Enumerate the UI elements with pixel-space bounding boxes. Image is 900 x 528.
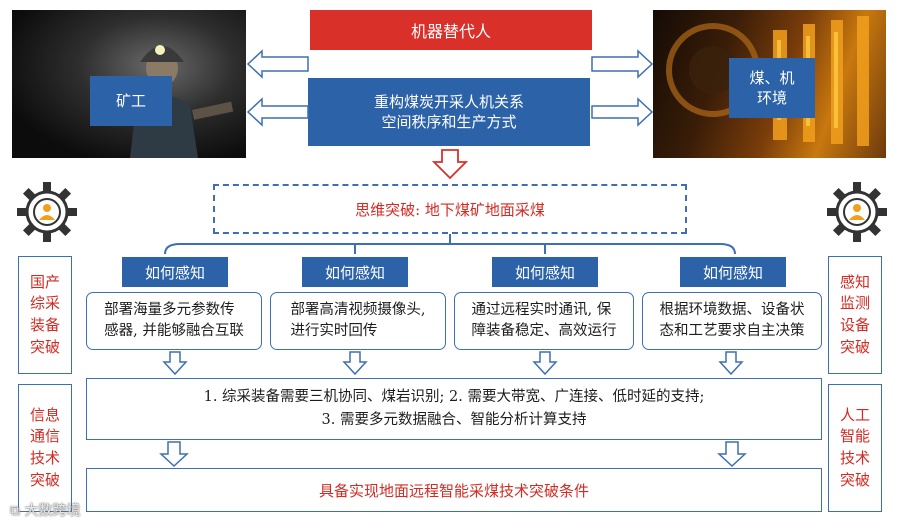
requirements-box: 1. 综采装备需要三机协同、煤岩识别; 2. 需要大带宽、广连接、低时延的支持;…	[86, 378, 822, 440]
perception-desc-3: 通过远程实时通讯, 保 障装备稳定、高效运行	[454, 292, 634, 350]
environment-label-line2: 环境	[756, 89, 787, 107]
how-perceive-2: 如何感知	[302, 257, 408, 287]
watermark-icon: ⧉	[10, 503, 25, 519]
perception-desc-2: 部署高清视频摄像头, 进行实时回传	[270, 292, 446, 350]
requirements-line1: 1. 综采装备需要三机协同、煤岩识别; 2. 需要大带宽、广连接、低时延的支持;	[203, 388, 705, 405]
side-left-2-line4: 突破	[29, 470, 60, 489]
requirements-line2: 3. 需要多元数据融合、智能分析计算支持	[321, 412, 587, 428]
side-right-1-line4: 突破	[839, 337, 870, 356]
gear-icon-right	[827, 182, 887, 242]
side-left-1-line1: 国产	[29, 272, 60, 291]
watermark-text: 大数跨境	[24, 503, 81, 519]
perception-2-line1: 部署高清视频摄像头,	[290, 301, 426, 318]
side-right-1-line3: 设备	[839, 316, 870, 334]
perception-desc-4: 根据环境数据、设备状 态和工艺要求自主决策	[642, 292, 822, 350]
perception-1-line1: 部署海量多元参数传	[104, 301, 235, 318]
how-perceive-1: 如何感知	[122, 257, 228, 287]
perception-3-line1: 通过远程实时通讯, 保	[471, 301, 612, 318]
arrow-down-4	[718, 351, 744, 376]
side-left-2-line2: 通信	[29, 427, 60, 446]
side-right-2-line2: 智能	[839, 427, 870, 446]
side-box-ai: 人工 智能 技术 突破	[828, 384, 882, 512]
conclusion-box: 具备实现地面远程智能采煤技术突破条件	[86, 468, 822, 512]
environment-label-line1: 煤、机	[749, 68, 795, 87]
perception-1-line2: 感器, 并能够融合互联	[104, 323, 244, 339]
miner-photo: 矿工	[12, 10, 246, 158]
side-left-2-line3: 技术	[29, 449, 60, 467]
side-box-equipment: 国产 综采 装备 突破	[18, 256, 72, 374]
how-perceive-4: 如何感知	[680, 257, 786, 287]
perception-4-line1: 根据环境数据、设备状	[659, 301, 805, 318]
perception-2-line2: 进行实时回传	[290, 323, 378, 339]
miner-label: 矿工	[90, 76, 172, 126]
arrow-down-6	[717, 441, 747, 468]
side-left-1-line2: 综采	[29, 294, 60, 313]
arrow-left-top	[246, 49, 309, 79]
side-right-1-line2: 监测	[839, 294, 870, 313]
environment-label: 煤、机 环境	[729, 58, 815, 118]
perception-4-line2: 态和工艺要求自主决策	[659, 323, 805, 339]
arrow-right-mid	[591, 97, 654, 127]
side-right-2-line4: 突破	[839, 470, 870, 489]
perception-3-line2: 障装备稳定、高效运行	[471, 323, 617, 339]
machine-replace-human-bar: 机器替代人	[310, 10, 592, 50]
side-right-1-line1: 感知	[839, 272, 870, 291]
arrow-left-mid	[246, 97, 309, 127]
watermark: ⧉ 大数跨境	[10, 500, 160, 524]
perception-desc-1: 部署海量多元参数传 感器, 并能够融合互联	[86, 292, 262, 350]
side-left-1-line3: 装备	[29, 316, 60, 334]
thinking-breakthrough-box: 思维突破: 地下煤矿地面采煤	[213, 184, 687, 234]
side-left-2-line1: 信息	[29, 405, 60, 424]
restructure-line2: 空间秩序和生产方式	[381, 113, 517, 131]
side-left-1-line4: 突破	[29, 337, 60, 356]
side-right-2-line1: 人工	[839, 405, 870, 424]
restructure-line1: 重构煤炭开采人机关系	[373, 92, 524, 111]
side-box-ict: 信息 通信 技术 突破	[18, 384, 72, 512]
how-perceive-3: 如何感知	[492, 257, 598, 287]
gear-icon-left	[17, 182, 77, 242]
arrow-down-5	[159, 441, 189, 468]
arrow-down-2	[342, 351, 368, 376]
mine-environment-photo: 煤、机 环境	[653, 10, 886, 158]
side-right-2-line3: 技术	[839, 449, 870, 467]
arrow-down-1	[162, 351, 188, 376]
restructure-box: 重构煤炭开采人机关系 空间秩序和生产方式	[308, 78, 590, 146]
arrow-right-top	[591, 49, 654, 79]
side-box-sensing: 感知 监测 设备 突破	[828, 256, 882, 374]
arrow-down-red	[431, 149, 469, 180]
arrow-down-3	[532, 351, 558, 376]
